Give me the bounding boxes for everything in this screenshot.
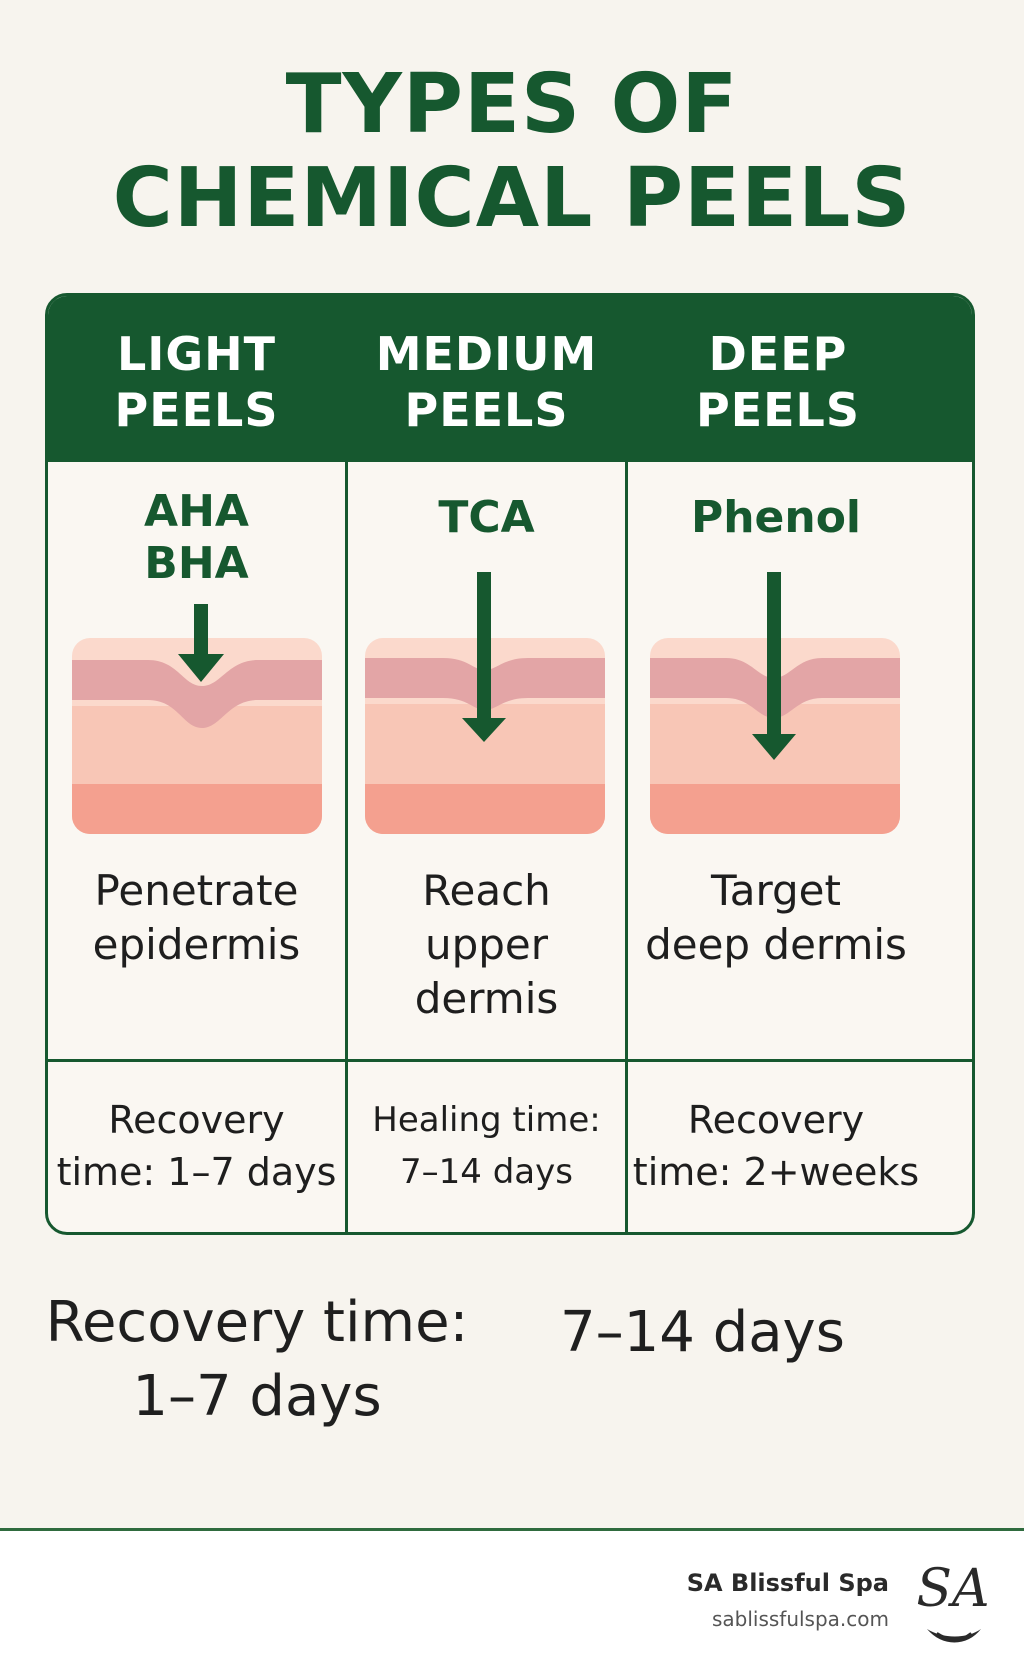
brand-url[interactable]: sablissfulspa.com [711, 1607, 889, 1631]
title-line-1: TYPES OF [285, 57, 739, 152]
recovery-deep: Recovery time: 2+weeks [628, 1094, 924, 1198]
header-medium-line-1: MEDIUM [375, 327, 598, 381]
recovery-medium-line-1: Healing time: [372, 1100, 601, 1140]
arrow-shaft-deep [767, 572, 781, 738]
down-arrow-icon [752, 734, 796, 760]
bottom-left-line-1: Recovery time: [45, 1290, 469, 1355]
skin-band [72, 660, 322, 728]
recovery-medium-line-2: 7–14 days [400, 1152, 573, 1192]
logo-monogram: SA [916, 1559, 990, 1619]
description-medium-line-1: Reach [422, 866, 551, 915]
arrow-shaft-light [194, 604, 208, 658]
title-line-2: CHEMICAL PEELS [112, 151, 912, 246]
description-deep-line-1: Target [711, 866, 841, 915]
table-header-row: LIGHT PEELS MEDIUM PEELS DEEP PEELS [48, 296, 972, 462]
description-deep: Target deep dermis [628, 864, 924, 972]
description-light: Penetrate epidermis [48, 864, 345, 972]
skin-base-layer [365, 784, 605, 834]
bottom-left-line-2: 1–7 days [132, 1364, 382, 1429]
column-divider-2 [625, 462, 628, 1232]
acid-medium: TCA [348, 492, 625, 544]
recovery-deep-line-2: time: 2+weeks [632, 1150, 920, 1194]
header-deep-line-1: DEEP [708, 327, 848, 381]
description-medium: Reach upper dermis [348, 864, 625, 1026]
acid-aha: AHA [144, 486, 249, 537]
bottom-recovery-right: 7–14 days [560, 1296, 900, 1370]
header-light-line-1: LIGHT [116, 327, 277, 381]
header-deep-line-2: PEELS [695, 383, 860, 437]
down-arrow-icon [462, 718, 506, 742]
description-light-line-2: epidermis [92, 920, 301, 969]
skin-base-layer [72, 784, 322, 834]
page-title: TYPES OF CHEMICAL PEELS [0, 58, 1024, 246]
peel-comparison-table: LIGHT PEELS MEDIUM PEELS DEEP PEELS AHA … [45, 293, 975, 1235]
row-divider [48, 1059, 972, 1062]
skin-diagram-light [72, 604, 322, 834]
recovery-deep-line-1: Recovery [687, 1098, 865, 1142]
acid-bha: BHA [144, 538, 249, 589]
arrow-shaft-medium [477, 572, 491, 722]
recovery-light-line-1: Recovery [108, 1098, 285, 1142]
skin-base-layer [650, 784, 900, 834]
header-medium-line-2: PEELS [404, 383, 569, 437]
bottom-right-line: 7–14 days [560, 1300, 845, 1365]
logo-leaf-icon [927, 1629, 981, 1643]
recovery-light-line-2: time: 1–7 days [56, 1150, 337, 1194]
down-arrow-icon [178, 654, 224, 682]
header-deep-peels: DEEP PEELS [628, 326, 928, 438]
column-divider-1 [345, 462, 348, 1232]
acid-tca: TCA [438, 492, 535, 543]
skin-diagram-deep [650, 572, 900, 834]
acid-phenol: Phenol [690, 492, 862, 543]
description-medium-line-2: upper dermis [414, 920, 559, 1023]
bottom-recovery-left: Recovery time: 1–7 days [42, 1286, 472, 1434]
brand-name: SA Blissful Spa [686, 1569, 889, 1597]
recovery-medium: Healing time: 7–14 days [348, 1094, 625, 1198]
recovery-light: Recovery time: 1–7 days [48, 1094, 345, 1198]
acid-light: AHA BHA [48, 486, 345, 590]
header-medium-peels: MEDIUM PEELS [345, 326, 628, 438]
brand-logo: SA [907, 1551, 999, 1651]
header-light-line-2: PEELS [114, 383, 279, 437]
header-light-peels: LIGHT PEELS [48, 326, 345, 438]
description-light-line-1: Penetrate [94, 866, 299, 915]
acid-deep: Phenol [628, 492, 924, 544]
footer: SA Blissful Spa sablissfulspa.com SA [0, 1528, 1024, 1669]
skin-diagram-medium [365, 572, 605, 834]
description-deep-line-2: deep dermis [645, 920, 907, 969]
